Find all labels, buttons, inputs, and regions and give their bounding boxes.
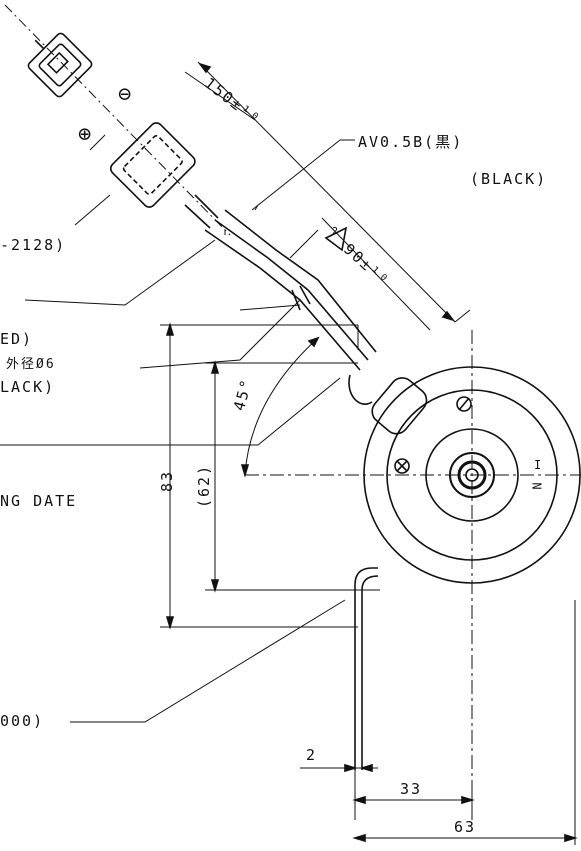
leader-code [70, 599, 346, 723]
connector-housing [18, 23, 93, 98]
cross-screw [395, 459, 409, 473]
lack-fragment-label: LACK) [0, 378, 56, 396]
angle-arc [245, 338, 318, 475]
mounting-bracket [355, 568, 378, 770]
dim-33: 33 [400, 780, 423, 798]
connector-axis [5, 5, 230, 235]
pole-mark-label: I [534, 458, 544, 472]
lead-wire [205, 230, 360, 370]
minus-symbol: ⊖ [118, 82, 132, 107]
leader-wire-spec [251, 139, 341, 211]
pole-n-label: N [529, 482, 544, 492]
triangle-note [326, 228, 346, 250]
connector-part-label: -2128) [0, 236, 67, 254]
grommet [367, 373, 431, 439]
black-color-label: (BLACK) [470, 170, 548, 188]
ed-fragment-label: ED) [0, 330, 34, 348]
dim-2: 2 [306, 746, 318, 764]
plus-symbol: ⊕ [78, 122, 92, 147]
outer-dia-label: 外径Ø6 [6, 357, 56, 372]
leader-outer-dia [139, 299, 301, 369]
plug-body [108, 120, 197, 209]
date-fragment-label: NG DATE [0, 492, 78, 510]
code-fragment-label: 000) [0, 712, 45, 730]
triangle-note-label: 2 [332, 226, 339, 237]
dim-83: 83 [158, 469, 176, 492]
leader-connector [24, 239, 216, 306]
hole-mark [457, 397, 471, 411]
wire-spec-label: AV0.5B(黒) [358, 133, 464, 151]
dim-63: 63 [454, 818, 477, 836]
dim-62: (62) [195, 463, 213, 508]
leader-date [0, 377, 341, 446]
